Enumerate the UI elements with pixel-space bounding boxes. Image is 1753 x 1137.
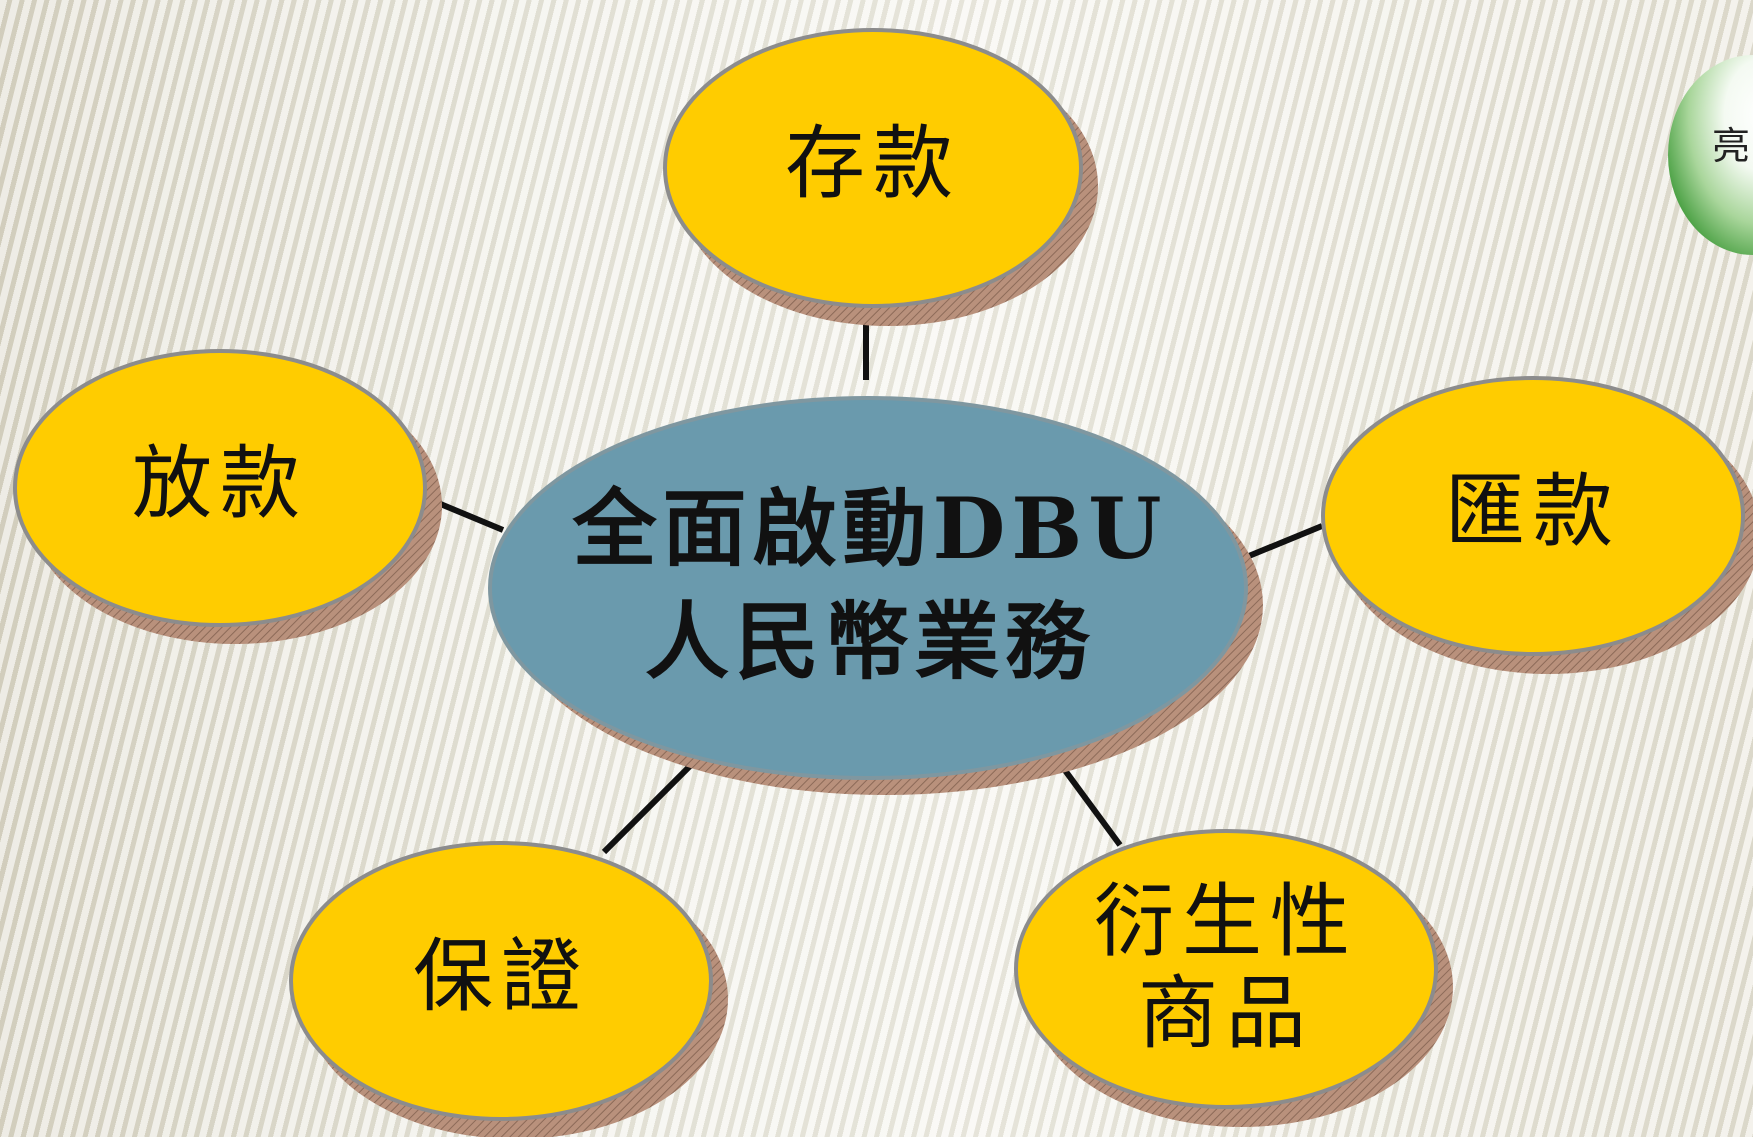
node-loan [13, 349, 427, 627]
node-derivatives-label: 衍生性 商品 [1026, 876, 1426, 1060]
node-remittance [1321, 376, 1745, 656]
center-title-line1: 全面啟動DBU [572, 479, 1168, 578]
node-center [488, 396, 1248, 780]
node-guarantee [289, 841, 713, 1121]
center-title: 全面啟動DBU 人民幣業務 [540, 472, 1200, 699]
center-title-line2: 人民幣業務 [644, 592, 1095, 692]
node-derivatives-line1: 衍生性 [1094, 875, 1358, 968]
node-derivatives [1014, 829, 1438, 1109]
node-derivatives-line2: 商品 [1138, 967, 1314, 1060]
connector-guarantee [601, 749, 707, 855]
connector-remittance [1242, 523, 1324, 561]
node-deposit-label: 存款 [785, 117, 961, 210]
corner-badge-text: 亮 [1712, 124, 1751, 168]
corner-badge: 亮 [1668, 55, 1753, 255]
node-loan-label: 放款 [132, 437, 308, 530]
node-deposit [663, 28, 1083, 308]
node-remittance-label: 匯款 [1445, 465, 1621, 558]
node-guarantee-label: 保證 [413, 930, 589, 1023]
